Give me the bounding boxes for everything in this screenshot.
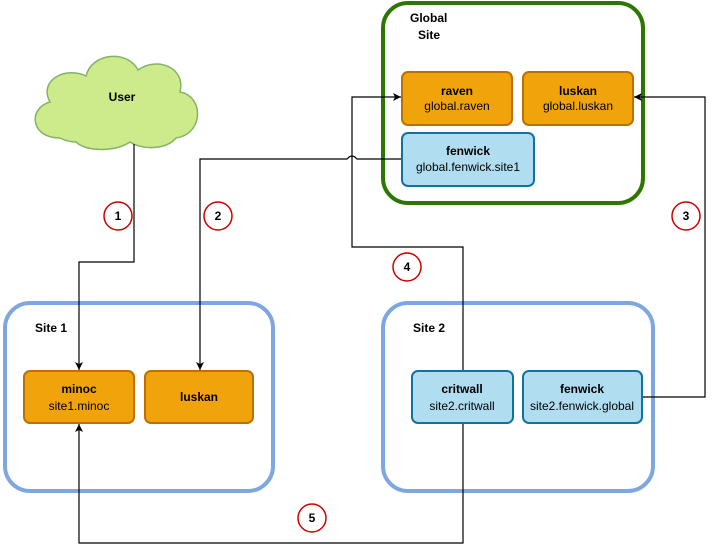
step-2-badge: 2	[203, 201, 233, 231]
step-3-number: 3	[683, 209, 690, 223]
connector-site2-fenwick-to-global-luskan	[634, 93, 706, 398]
node-global-fenwick-sub: global.fenwick.site1	[416, 160, 520, 174]
site2-label: Site 2	[413, 321, 445, 335]
node-site1-minoc-sub: site1.minoc	[49, 399, 110, 413]
step-1-number: 1	[115, 209, 122, 223]
node-site1-luskan[interactable]	[144, 370, 254, 424]
node-site2-fenwick-title: fenwick	[560, 382, 604, 396]
step-3-badge: 3	[671, 201, 701, 231]
connector-user-to-minoc	[75, 144, 135, 370]
node-global-luskan-sub: global.luskan	[543, 99, 613, 113]
global-site-label-line1: Global	[410, 11, 447, 25]
site1-label: Site 1	[35, 321, 67, 335]
step-5-number: 5	[309, 511, 316, 525]
node-global-luskan-title: luskan	[559, 84, 597, 98]
step-4-badge: 4	[392, 252, 422, 282]
node-global-raven-title: raven	[441, 84, 473, 98]
node-site1-minoc-title: minoc	[61, 382, 97, 396]
node-global-raven-sub: global.raven	[424, 99, 489, 113]
node-site2-fenwick-sub: site2.fenwick.global	[530, 399, 634, 413]
step-4-number: 4	[404, 260, 411, 274]
user-label: User	[109, 90, 136, 104]
connector-global-fenwick-to-site1-luskan	[196, 155, 402, 370]
node-site2-critwall-title: critwall	[441, 382, 482, 396]
node-global-fenwick[interactable]	[401, 132, 535, 187]
node-site1-minoc[interactable]	[23, 370, 135, 424]
user-cloud	[34, 55, 199, 151]
step-5-badge: 5	[297, 503, 327, 533]
global-site-label-line2: Site	[418, 28, 440, 42]
connector-critwall-to-raven	[351, 93, 464, 370]
step-1-badge: 1	[103, 201, 133, 231]
node-site1-luskan-title: luskan	[180, 390, 218, 404]
node-site2-critwall-sub: site2.critwall	[429, 399, 494, 413]
node-site2-fenwick[interactable]	[522, 370, 643, 424]
node-global-raven[interactable]	[401, 71, 513, 126]
node-global-fenwick-title: fenwick	[446, 144, 490, 158]
step-2-number: 2	[215, 209, 222, 223]
connector-critwall-to-minoc	[75, 422, 464, 544]
node-site2-critwall[interactable]	[411, 370, 514, 424]
node-global-luskan[interactable]	[522, 71, 634, 126]
site1-group	[3, 301, 275, 493]
